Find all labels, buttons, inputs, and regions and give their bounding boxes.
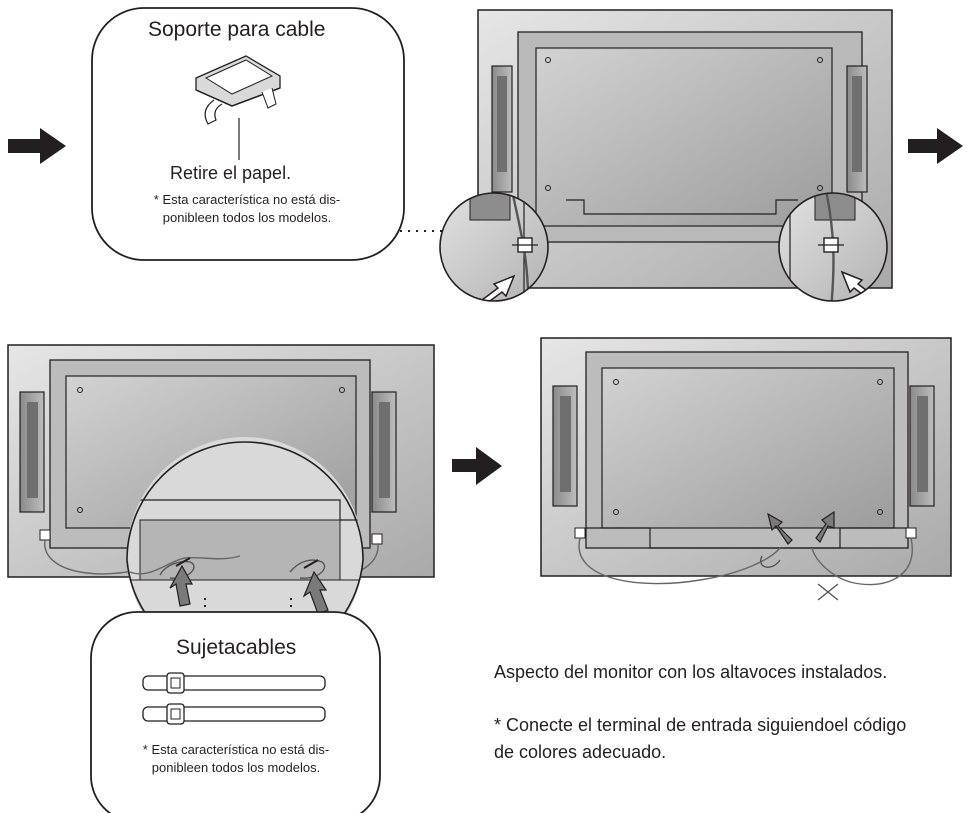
connect-caption: * Conecte el terminal de entrada siguien… <box>494 712 964 766</box>
cable-holder-icon <box>195 55 281 125</box>
cable-holder-instruction: Retire el papel. <box>170 163 292 183</box>
zoom-lens-right <box>778 192 888 302</box>
cable-tie-icon <box>142 703 326 725</box>
cable-holder-callout <box>91 7 405 261</box>
connect-caption-line2: de colores adecuado. <box>494 742 667 762</box>
cable-tie-note-line1: * Esta característica no está dis- <box>142 742 330 757</box>
monitor-bottom-right <box>540 337 952 601</box>
cable-holder-note-line1: * Esta característica no está dis- <box>153 192 341 207</box>
cable-tie-icon <box>142 672 326 694</box>
arrow-right-icon <box>908 128 963 164</box>
arrow-right-icon <box>8 128 66 164</box>
connect-caption-line1: * Conecte el terminal de entrada siguien… <box>494 715 907 735</box>
appearance-caption: Aspecto del monitor con los altavoces in… <box>494 662 888 682</box>
cable-tie-title: Sujetacables <box>176 636 297 659</box>
cable-holder-note: * Esta característica no está dis- ponib… <box>128 191 366 227</box>
cable-holder-note-line2: ponibleen todos los modelos. <box>162 210 332 225</box>
cable-tie-note-line2: ponibleen todos los modelos. <box>151 760 321 775</box>
arrow-right-icon <box>452 447 502 485</box>
zoom-lens-left <box>439 192 549 302</box>
cable-tie-note: * Esta característica no está dis- ponib… <box>111 741 361 777</box>
cable-holder-title: Soporte para cable <box>148 18 326 41</box>
